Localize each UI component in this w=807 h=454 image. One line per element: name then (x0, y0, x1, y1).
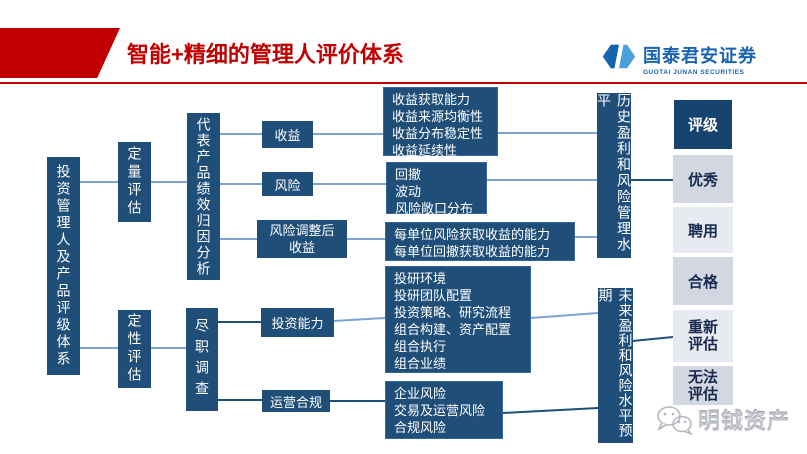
rating-row-excellent: 优秀 (673, 155, 733, 203)
node-risk: 风险 (262, 172, 313, 196)
detail-line: 每单位回撤获取收益的能力 (394, 244, 551, 259)
detail-line: 组合业绩 (394, 356, 447, 371)
detail-line: 组合构建、资产配置 (394, 322, 512, 337)
title-accent-shape (0, 28, 120, 78)
node-due-diligence: 尽职调查 (186, 308, 218, 411)
node-income: 收益 (262, 121, 313, 148)
node-historical-level: 历史盈利和风险管理水平 (596, 93, 632, 258)
node-invest-ability: 投资能力 (261, 308, 334, 337)
logo-name-cn: 国泰君安证券 (643, 46, 757, 66)
detail-line: 每单位风险获取收益的能力 (394, 227, 551, 242)
wechat-icon (657, 406, 693, 435)
detail-line: 合规风险 (394, 420, 447, 435)
detail-risk-adjusted: 每单位风险获取收益的能力每单位回撤获取收益的能力 (385, 222, 575, 261)
detail-income: 收益获取能力收益来源均衡性收益分布稳定性收益延续性 (383, 87, 498, 158)
node-representative-analysis: 代表产品绩效归因分析 (187, 113, 220, 280)
logo-text: 国泰君安证券 GUOTAI JUNAN SECURITIES (643, 42, 757, 76)
detail-line: 收益延续性 (392, 143, 458, 158)
rating-row-unable-label: 无法评估 (687, 368, 718, 403)
watermark-text: 明钺资产 (698, 409, 791, 434)
node-future-level: 未来盈利和风险水平预期 (598, 288, 634, 443)
node-root: 投资管理人及产品评级体系 (47, 157, 80, 375)
detail-line: 回撤 (395, 167, 422, 182)
detail-ops: 企业风险交易及运营风险合规风险 (385, 381, 503, 439)
detail-line: 投研团队配置 (394, 288, 473, 303)
detail-line: 风险敞口分布 (395, 201, 474, 216)
rating-row-hire: 聘用 (673, 207, 733, 253)
detail-line: 收益来源均衡性 (392, 109, 484, 124)
detail-risk: 回撤波动风险敞口分布 (386, 162, 487, 216)
node-ops-compliance: 运营合规 (262, 390, 330, 412)
detail-invest: 投研环境投研团队配置投资策略、研究流程组合构建、资产配置组合执行组合业绩 (385, 266, 531, 373)
detail-line: 企业风险 (394, 386, 447, 401)
company-logo: 国泰君安证券 GUOTAI JUNAN SECURITIES (601, 42, 757, 76)
node-risk-adjusted: 风险调整后收益 (257, 220, 347, 258)
detail-line: 波动 (395, 184, 422, 199)
detail-line: 投资策略、研究流程 (394, 305, 512, 320)
header-divider (0, 82, 807, 84)
rating-row-reassess: 重新评估 (673, 310, 733, 362)
rating-row-qualified: 合格 (673, 257, 733, 305)
watermark: 明钺资产 (656, 404, 790, 436)
page-title: 智能+精细的管理人评价体系 (127, 42, 404, 67)
rating-row-unable: 无法评估 (673, 366, 733, 405)
detail-line: 组合执行 (394, 339, 447, 354)
rating-header: 评级 (674, 100, 732, 149)
rating-row-reassess-label: 重新评估 (687, 319, 718, 353)
logo-name-en: GUOTAI JUNAN SECURITIES (643, 69, 745, 76)
detail-line: 收益获取能力 (392, 92, 471, 107)
detail-line: 投研环境 (394, 271, 447, 286)
detail-line: 收益分布稳定性 (392, 126, 484, 141)
node-risk-adjusted-label: 风险调整后收益 (269, 223, 335, 255)
node-quantitative: 定量评估 (118, 142, 151, 222)
detail-line: 交易及运营风险 (394, 403, 486, 418)
logo-gem-icon (602, 44, 636, 69)
node-qualitative: 定性评估 (118, 310, 151, 388)
